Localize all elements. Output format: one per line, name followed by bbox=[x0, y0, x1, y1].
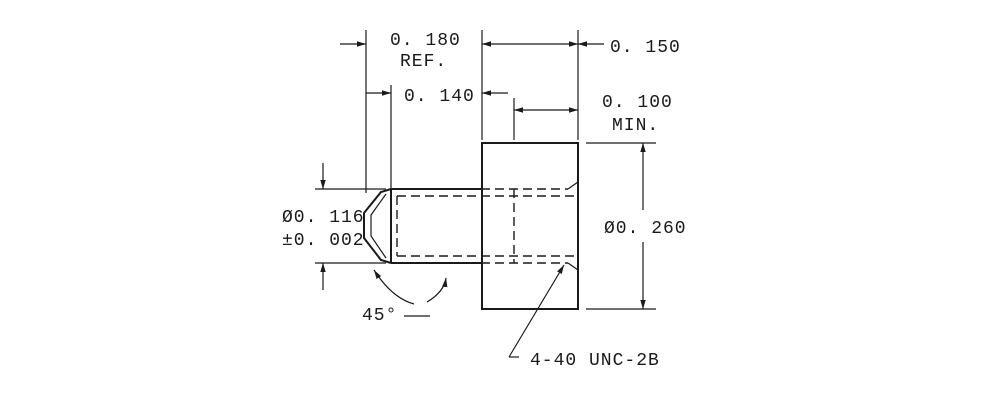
dim-thread-depth: 0. 100 MIN. bbox=[514, 93, 673, 136]
dim-ref-length-value: 0. 180 bbox=[390, 31, 461, 51]
dim-head-diameter: Ø0. 260 bbox=[604, 143, 687, 309]
hidden-thread-lines bbox=[396, 181, 579, 271]
dim-pin-diameter: Ø0. 116 ±0. 002 bbox=[282, 163, 365, 290]
dim-pin-diameter-tolerance: ±0. 002 bbox=[282, 231, 365, 251]
dim-head-length: 0. 150 bbox=[482, 38, 681, 58]
dim-head-length-value: 0. 150 bbox=[610, 38, 681, 58]
dim-chamfer-angle: 45° bbox=[362, 269, 448, 326]
dim-ref-length-note: REF. bbox=[400, 52, 447, 72]
dim-pin-diameter-value: Ø0. 116 bbox=[282, 208, 365, 228]
dim-chamfer-angle-value: 45° bbox=[362, 306, 397, 326]
dim-thread-length-value: 0. 140 bbox=[404, 87, 475, 107]
dim-ref-length: 0. 180 REF. bbox=[340, 31, 461, 72]
thread-spec-callout: 4-40 UNC-2B bbox=[508, 264, 660, 371]
part-outline bbox=[363, 142, 579, 310]
dim-head-diameter-value: Ø0. 260 bbox=[604, 219, 687, 239]
thread-spec-value: 4-40 UNC-2B bbox=[530, 351, 660, 371]
dim-thread-depth-value: 0. 100 bbox=[602, 93, 673, 113]
dim-thread-length: 0. 140 bbox=[366, 87, 508, 107]
extension-lines bbox=[315, 30, 656, 310]
dim-thread-depth-note: MIN. bbox=[612, 116, 659, 136]
